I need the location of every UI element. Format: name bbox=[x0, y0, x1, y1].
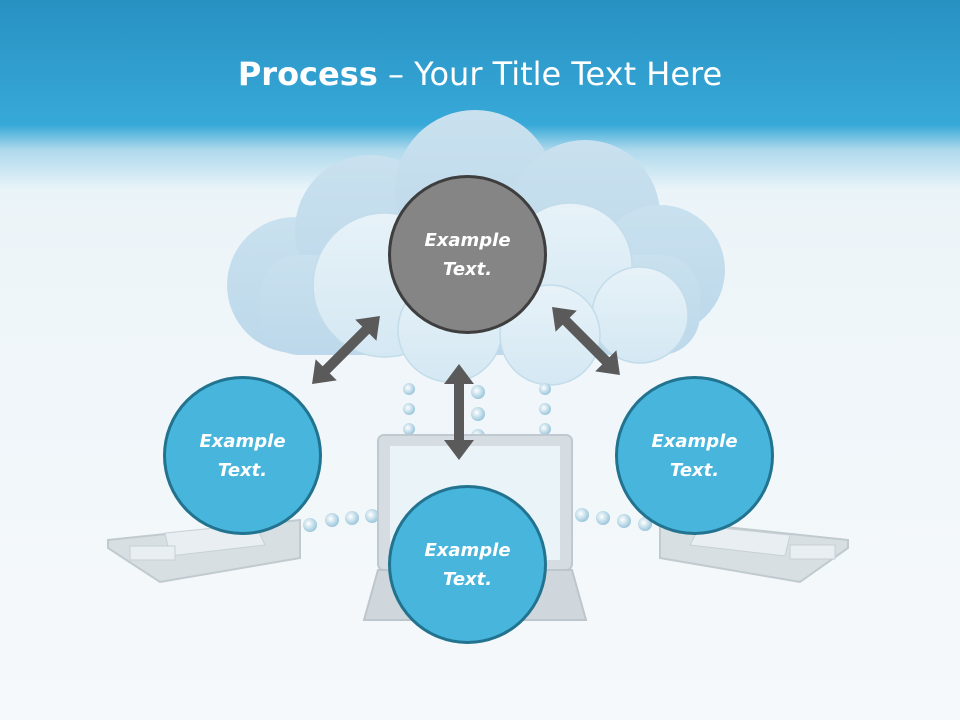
double-arrow-icon bbox=[552, 307, 620, 375]
node-center-line2: Text. bbox=[442, 568, 493, 590]
node-left-line2: Text. bbox=[217, 459, 268, 481]
title-text: Your Title Text Here bbox=[414, 55, 723, 93]
laptop-icon bbox=[659, 518, 849, 584]
node-left: Example Text. bbox=[163, 376, 322, 535]
double-arrow-icon bbox=[444, 364, 474, 460]
node-top-line1: Example bbox=[424, 229, 511, 251]
node-right-line2: Text. bbox=[669, 459, 720, 481]
double-arrow-icon bbox=[312, 316, 380, 384]
node-left-line1: Example bbox=[199, 430, 286, 452]
node-center: Example Text. bbox=[388, 485, 547, 644]
title-dash: – bbox=[387, 55, 404, 93]
node-top: Example Text. bbox=[388, 175, 547, 334]
slide-title: Process – Your Title Text Here bbox=[0, 52, 960, 96]
title-bold: Process bbox=[237, 55, 378, 93]
node-top-line2: Text. bbox=[442, 258, 493, 280]
node-center-line1: Example bbox=[424, 539, 511, 561]
connection-dots bbox=[303, 383, 652, 532]
node-right-line1: Example bbox=[651, 430, 738, 452]
node-right: Example Text. bbox=[615, 376, 774, 535]
